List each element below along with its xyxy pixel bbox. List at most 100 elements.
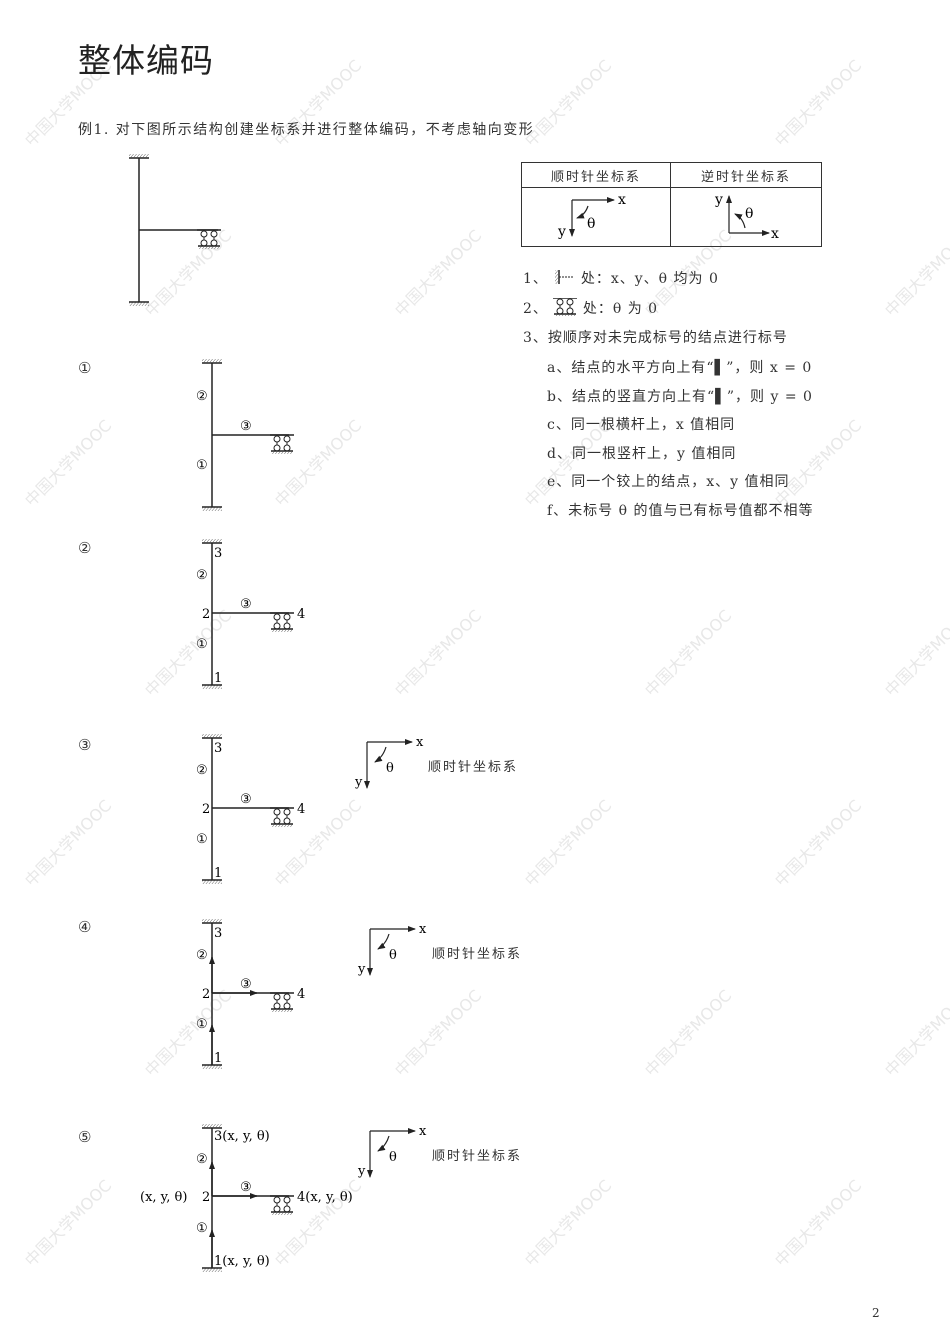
slider-support-icon xyxy=(552,297,579,318)
step-1-diagram: ② ③ ① xyxy=(196,358,295,512)
rule-3b: b、结点的竖直方向上有“▌”，则 y = 0 xyxy=(547,389,813,405)
example-statement: 例1. 对下图所示结构创建坐标系并进行整体编码，不考虑轴向变形 xyxy=(78,122,535,138)
rule-3a: a、结点的水平方向上有“▌”，则 x = 0 xyxy=(547,360,813,376)
rule-3c: c、同一根横杆上，x 值相同 xyxy=(547,417,736,433)
clockwise-axes-cell: x y θ xyxy=(521,187,671,247)
svg-text:3: 3 xyxy=(214,926,222,941)
svg-text:x: x xyxy=(419,922,427,937)
svg-text:y: y xyxy=(354,775,363,790)
watermark: 中国大学MOOC xyxy=(21,415,116,511)
svg-text:③: ③ xyxy=(240,597,252,612)
rule-3e: e、同一个铰上的结点，x、y 值相同 xyxy=(547,474,790,490)
svg-text:x: x xyxy=(416,735,424,750)
watermark: 中国大学MOOC xyxy=(881,985,950,1081)
svg-text:θ: θ xyxy=(386,761,394,776)
step-3-label: ③ xyxy=(78,736,92,754)
svg-text:y: y xyxy=(557,224,568,240)
watermark: 中国大学MOOC xyxy=(641,605,736,701)
watermark: 中国大学MOOC xyxy=(391,605,486,701)
clockwise-axes-icon: x y θ xyxy=(557,192,626,240)
svg-text:θ: θ xyxy=(587,216,597,232)
svg-text:②: ② xyxy=(196,1152,208,1167)
watermark: 中国大学MOOC xyxy=(881,605,950,701)
rule-3f: f、未标号 θ 的值与已有标号值都不相等 xyxy=(547,503,814,519)
svg-text:θ: θ xyxy=(389,948,397,963)
rule-1: 1、 处：x、y、θ 均为 0 xyxy=(523,270,719,287)
svg-text:2: 2 xyxy=(202,987,210,1002)
svg-text:②: ② xyxy=(196,763,208,778)
step-5-cs-label: 顺时针坐标系 xyxy=(432,1149,523,1164)
svg-text:1: 1 xyxy=(214,1051,222,1066)
svg-text:②: ② xyxy=(196,948,208,963)
watermark: 中国大学MOOC xyxy=(521,1175,616,1271)
page-title: 整体编码 xyxy=(78,41,214,80)
svg-text:2: 2 xyxy=(202,607,210,622)
watermark: 中国大学MOOC xyxy=(771,795,866,891)
structure-diagram xyxy=(128,153,222,307)
svg-text:1: 1 xyxy=(214,866,222,881)
page-number: 2 xyxy=(872,1306,880,1320)
svg-text:4: 4 xyxy=(297,802,305,817)
watermark: 中国大学MOOC xyxy=(641,985,736,1081)
watermark: 中国大学MOOC xyxy=(881,225,950,321)
counterclockwise-axes-cell: y x θ xyxy=(670,187,822,247)
watermark: 中国大学MOOC xyxy=(21,795,116,891)
svg-text:y: y xyxy=(714,192,725,208)
svg-text:②: ② xyxy=(196,389,208,404)
svg-text:①: ① xyxy=(196,832,208,847)
svg-text:③: ③ xyxy=(240,419,252,434)
svg-text:θ: θ xyxy=(745,206,755,222)
svg-text:③: ③ xyxy=(240,792,252,807)
svg-text:①: ① xyxy=(196,1221,208,1236)
svg-text:1(x, y, θ): 1(x, y, θ) xyxy=(214,1254,270,1269)
watermark: 中国大学MOOC xyxy=(771,55,866,151)
svg-text:③: ③ xyxy=(240,977,252,992)
svg-text:x: x xyxy=(771,226,781,242)
step-5-label: ⑤ xyxy=(78,1128,92,1146)
watermark: 中国大学MOOC xyxy=(771,415,866,511)
watermark: 中国大学MOOC xyxy=(391,985,486,1081)
svg-text:2: 2 xyxy=(202,802,210,817)
fixed-support-icon xyxy=(555,270,575,284)
step-3-axes-icon: x y θ xyxy=(354,735,424,790)
svg-text:4: 4 xyxy=(297,987,305,1002)
watermark: 中国大学MOOC xyxy=(21,1175,116,1271)
step-4-diagram: 3 ② 2 ③ 4 ① 1 xyxy=(196,918,305,1070)
rule-3d: d、同一根竖杆上，y 值相同 xyxy=(547,446,737,462)
step-4-cs-label: 顺时针坐标系 xyxy=(432,947,523,962)
svg-text:①: ① xyxy=(196,1017,208,1032)
svg-text:4(x, y, θ): 4(x, y, θ) xyxy=(297,1190,353,1205)
watermark: 中国大学MOOC xyxy=(771,1175,866,1271)
step-4-axes-icon: x y θ xyxy=(357,922,427,977)
svg-text:y: y xyxy=(357,1164,366,1179)
coordinate-system-table: 顺时针坐标系 逆时针坐标系 x y θ y x θ xyxy=(521,162,822,247)
svg-text:x: x xyxy=(419,1124,427,1139)
svg-text:4: 4 xyxy=(297,607,305,622)
header-clockwise: 顺时针坐标系 xyxy=(521,162,671,188)
step-5-axes-icon: x y θ xyxy=(357,1124,427,1179)
header-counterclockwise: 逆时针坐标系 xyxy=(670,162,822,188)
step-4-label: ④ xyxy=(78,918,92,936)
step-2-label: ② xyxy=(78,539,92,557)
rule-2: 2、 处：θ 为 0 xyxy=(523,297,658,318)
svg-text:3: 3 xyxy=(214,741,222,756)
step-5-diagram: 3(x, y, θ) ② 2 ③ 4(x, y, θ) ① 1(x, y, θ)… xyxy=(140,1123,353,1273)
svg-text:3: 3 xyxy=(214,546,222,561)
step-3-diagram: 3 ② 2 ③ 4 ① 1 xyxy=(196,733,305,885)
svg-text:θ: θ xyxy=(389,1150,397,1165)
svg-text:2: 2 xyxy=(202,1190,210,1205)
svg-text:1: 1 xyxy=(214,671,222,686)
counterclockwise-axes-icon: y x θ xyxy=(714,192,781,242)
svg-text:③: ③ xyxy=(240,1180,252,1195)
step-3-cs-label: 顺时针坐标系 xyxy=(428,760,519,775)
svg-text:(x, y, θ): (x, y, θ) xyxy=(140,1190,187,1205)
watermark: 中国大学MOOC xyxy=(391,225,486,321)
step-2-diagram: 3 ② 2 ③ 4 ① 1 xyxy=(196,538,305,690)
rule-3: 3、按顺序对未完成标号的结点进行标号 xyxy=(523,330,788,346)
svg-text:①: ① xyxy=(196,637,208,652)
step-1-label: ① xyxy=(78,359,92,377)
svg-text:②: ② xyxy=(196,568,208,583)
svg-text:3(x, y, θ): 3(x, y, θ) xyxy=(214,1129,270,1144)
watermark: 中国大学MOOC xyxy=(521,795,616,891)
svg-text:①: ① xyxy=(196,458,208,473)
